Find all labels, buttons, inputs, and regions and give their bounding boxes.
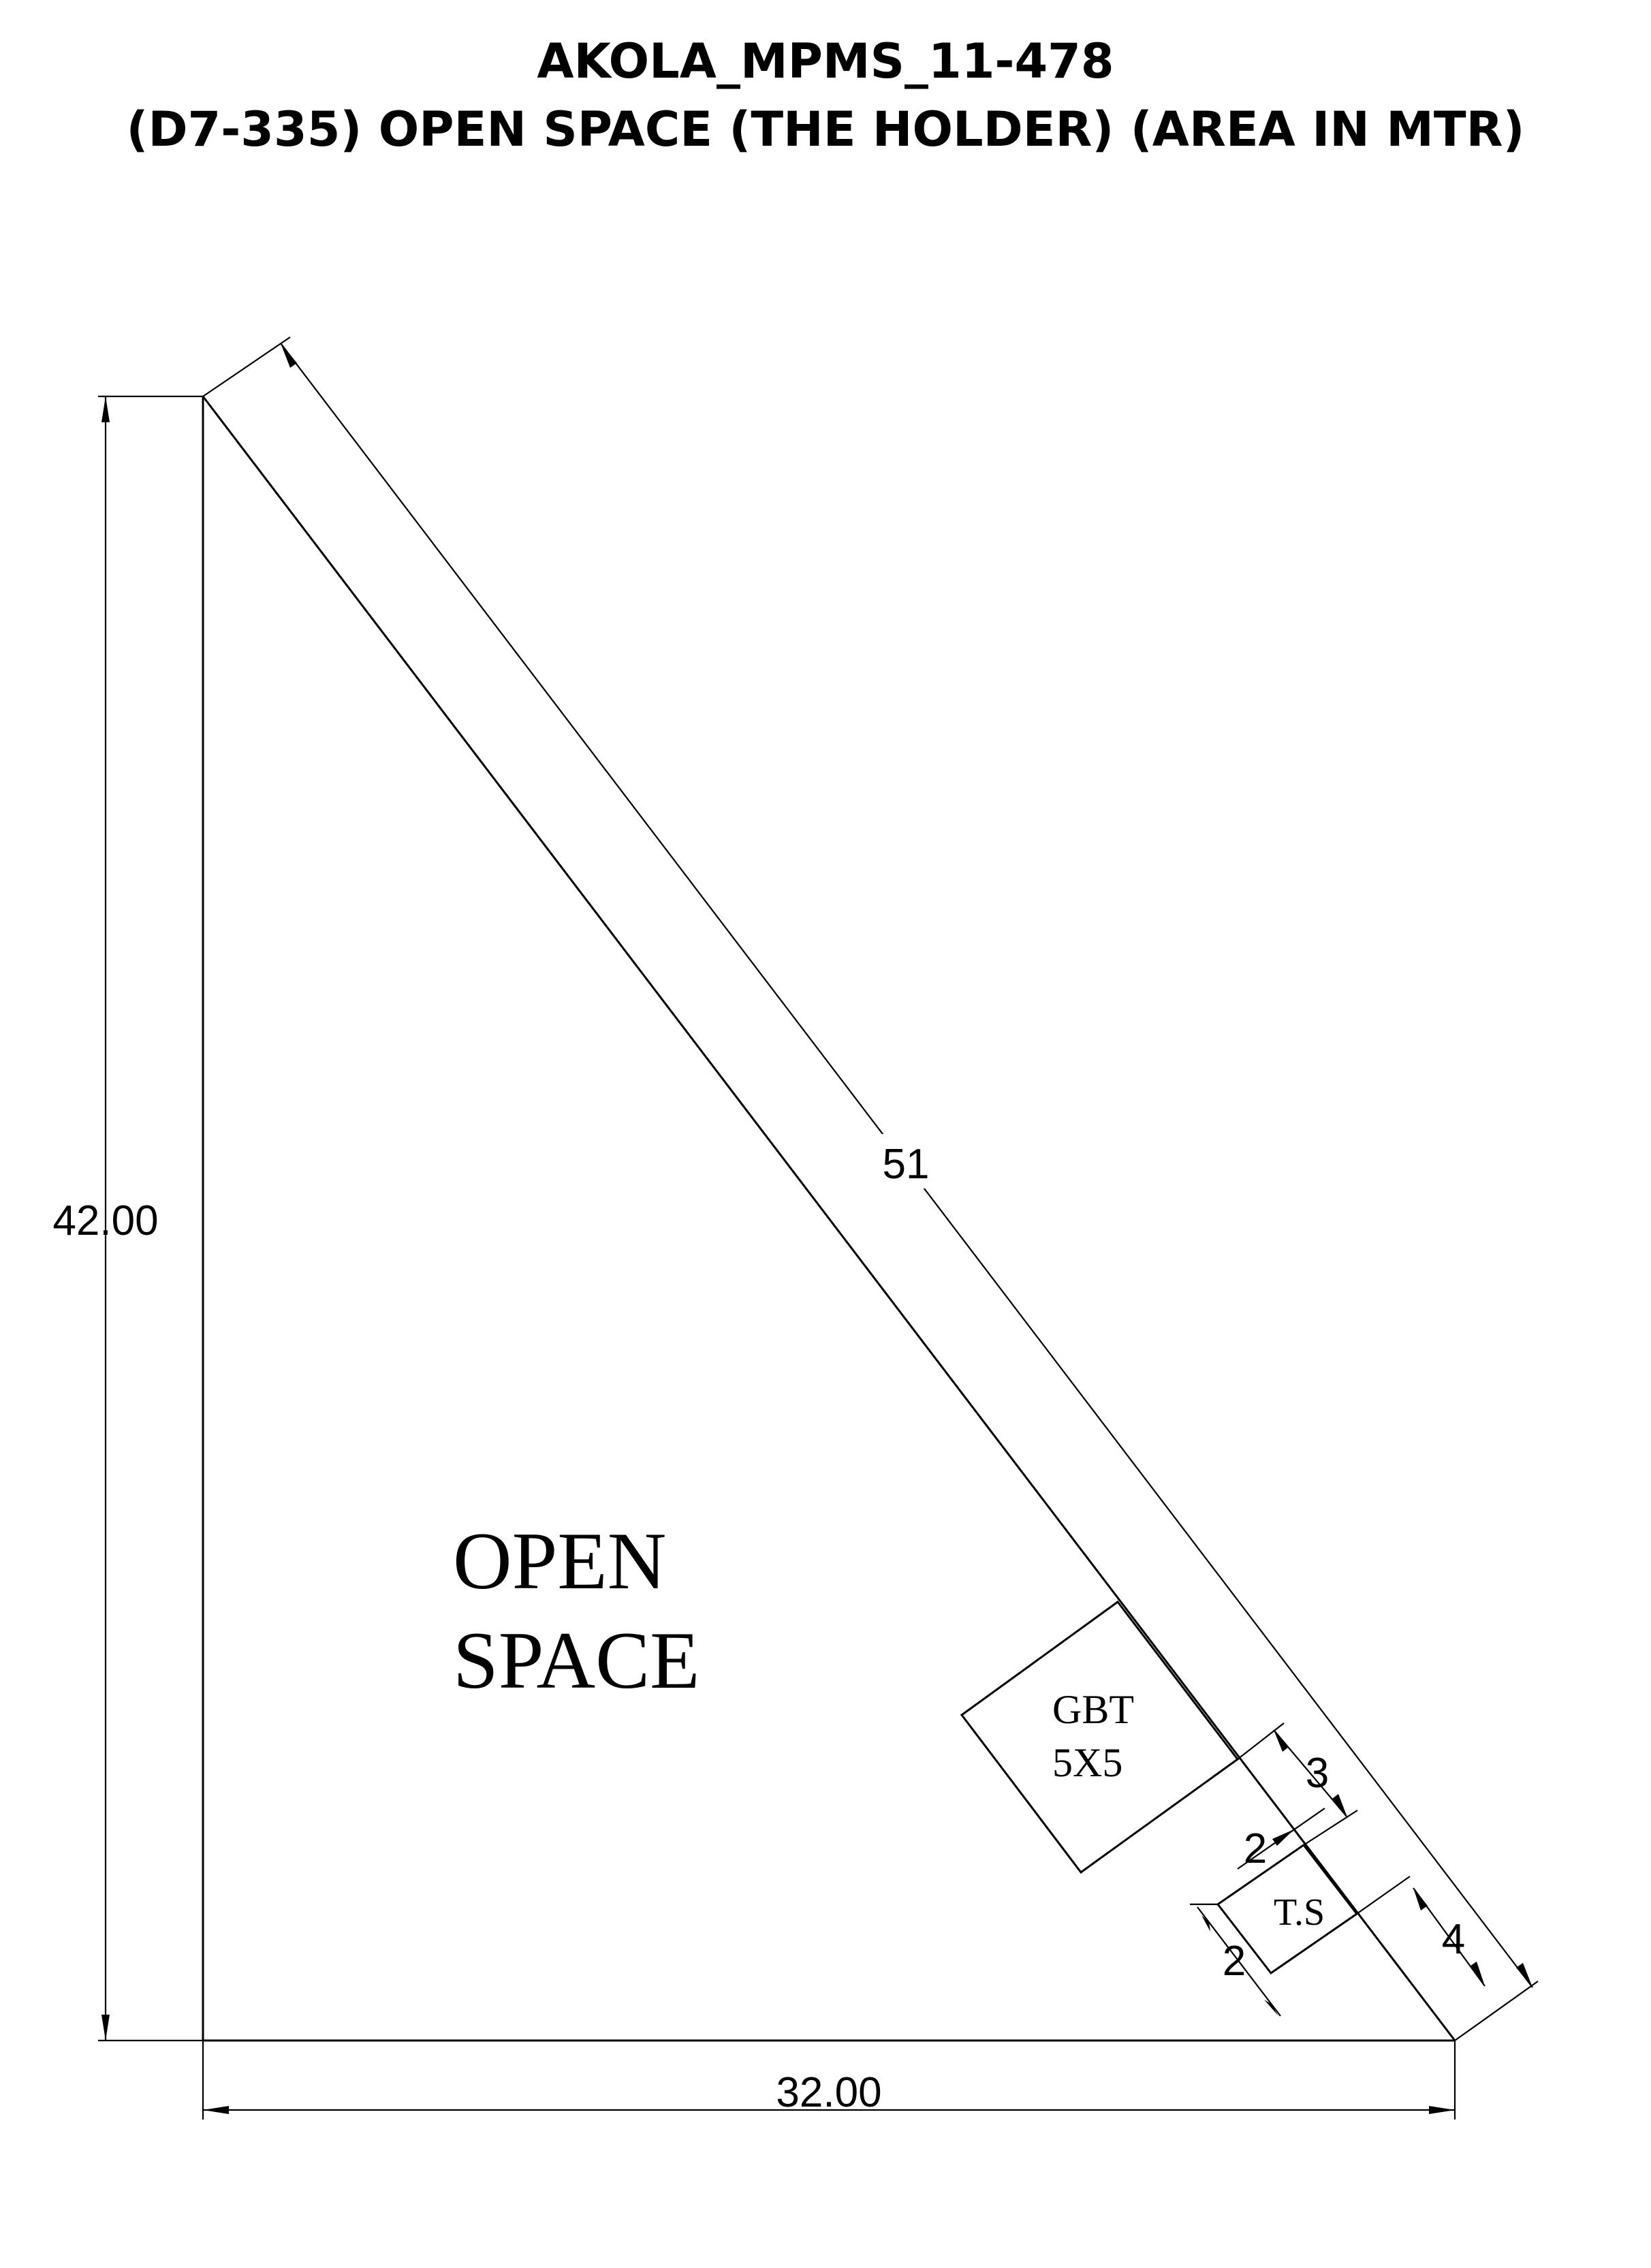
ts-right-dim-arrow-1 — [1413, 1888, 1428, 1910]
gbt-dimension-text: 3 — [1306, 1750, 1329, 1797]
bottom-dim-arrow-right — [1429, 2106, 1455, 2114]
hypotenuse-dimension-text: 51 — [883, 1141, 930, 1188]
plot-boundary — [202, 396, 1456, 2042]
ts-left-dim-arrow-2 — [1264, 2000, 1278, 2016]
gbt-label-line-1: GBT — [1052, 1687, 1134, 1732]
plot-hypotenuse-edge — [202, 396, 1456, 2041]
hyp-dim-arrow-top — [281, 343, 297, 368]
gbt-dim-arrow-1 — [1274, 1730, 1289, 1752]
bottom-dim-arrow-left — [203, 2106, 229, 2114]
ts-right-dim-ext — [1356, 1876, 1411, 1915]
ts-left-dim-arrow-1 — [1201, 1915, 1210, 1932]
title-block: AKOLA_MPMS_11-478 (D7-335) OPEN SPACE (T… — [0, 27, 1651, 163]
title-line-1: AKOLA_MPMS_11-478 — [537, 33, 1114, 89]
open-space-label-line-2: SPACE — [453, 1615, 699, 1705]
ts-top-dimension-text: 2 — [1244, 1825, 1267, 1872]
bottom-dimension-line — [202, 2041, 1456, 2120]
ts-left-dim-line — [1197, 1906, 1281, 2017]
hyp-dim-ext-top — [202, 336, 291, 397]
gbt-label-line-2: 5X5 — [1052, 1740, 1122, 1785]
ts-right-dimension-text: 4 — [1442, 1916, 1465, 1963]
title-line-2: (D7-335) OPEN SPACE (THE HOLDER) (AREA I… — [126, 101, 1525, 157]
ts-label: T.S — [1274, 1891, 1325, 1934]
ts-right-dim-arrow-2 — [1470, 1962, 1485, 1986]
ts-top-dimension-line — [1237, 1808, 1325, 1870]
left-dimension-text: 42.00 — [52, 1197, 158, 1244]
ts-right-dimension-line — [1356, 1876, 1485, 1987]
gbt-dimension-line — [1237, 1722, 1358, 1846]
gbt-dim-ext-1 — [1237, 1722, 1285, 1760]
left-dim-arrow-top — [101, 396, 110, 422]
ts-left-dimension-text: 2 — [1223, 1938, 1246, 1985]
left-dimension-line — [98, 395, 203, 2042]
bottom-dimension-text: 32.00 — [776, 2069, 881, 2116]
open-space-label-line-1: OPEN — [453, 1515, 666, 1606]
hypotenuse-dimension-line — [202, 336, 1539, 2041]
gbt-box — [960, 1600, 1240, 1874]
hyp-text-mask — [880, 1134, 932, 1188]
hyp-dim-ext-bottom — [1454, 1981, 1539, 2041]
ts-left-dimension-line — [1190, 1903, 1281, 2017]
ts-top-dim-arrow — [1272, 1829, 1294, 1846]
gbt-dim-ext-2 — [1303, 1810, 1358, 1846]
left-dim-arrow-bottom — [101, 2015, 110, 2041]
gbt-dim-arrow-2 — [1332, 1794, 1347, 1817]
hyp-dim-arrow-bottom — [1516, 1963, 1532, 1987]
